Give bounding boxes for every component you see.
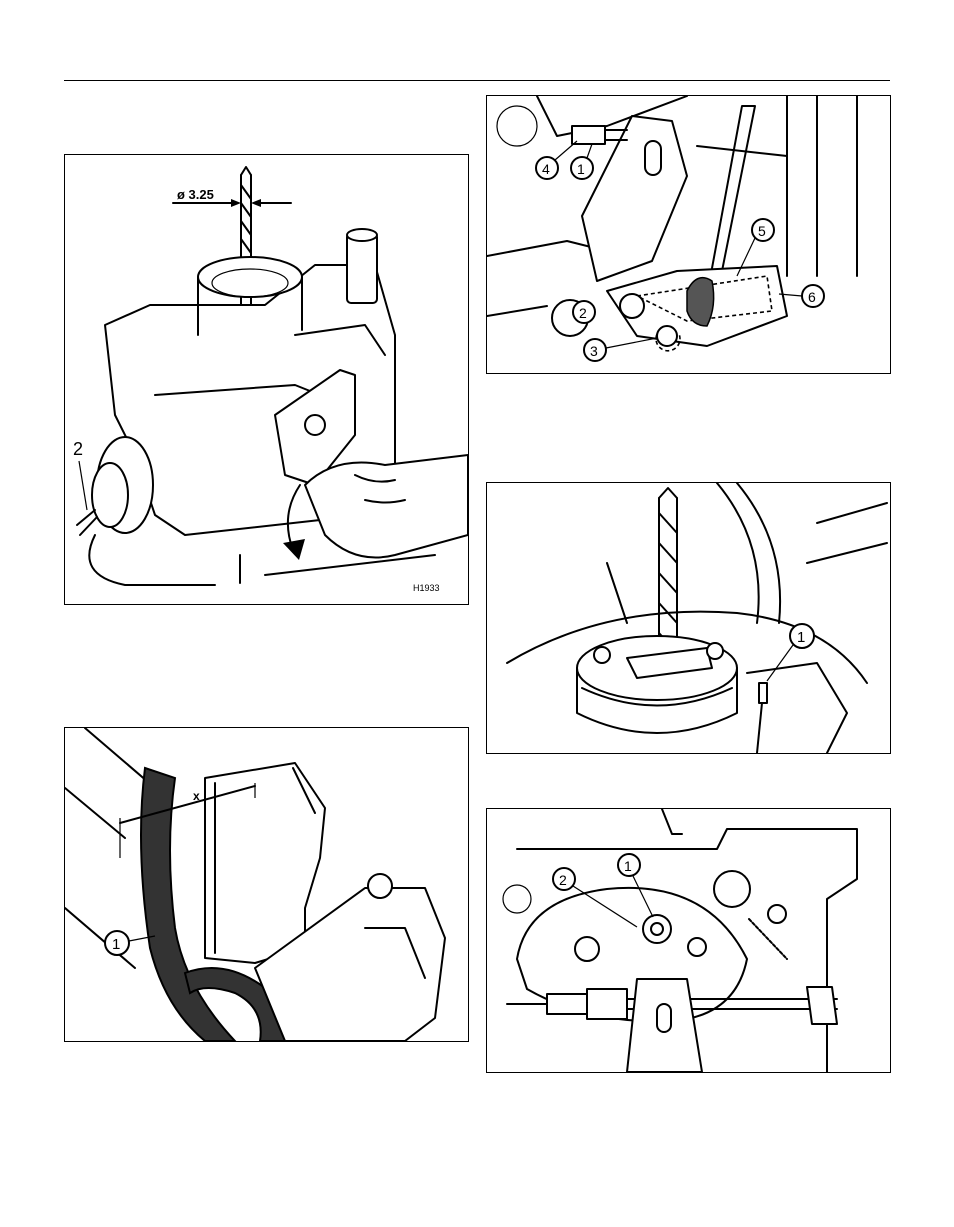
figure-throttle-linkage: 4 1 5 6 2 3 <box>486 95 891 374</box>
figure-gasket-cover: x 1 <box>64 727 469 1042</box>
linkage-drawing: 4 1 5 6 2 3 <box>487 96 890 373</box>
svg-text:1: 1 <box>624 858 632 874</box>
callout-6: 6 <box>802 285 824 307</box>
lever-drawing: 2 1 <box>487 809 890 1072</box>
callout-5: 5 <box>752 219 774 241</box>
callout-1: 1 <box>571 157 593 179</box>
svg-text:5: 5 <box>758 223 766 239</box>
callout-1-label: 1 <box>797 629 805 646</box>
callout-1: 1 <box>618 854 640 876</box>
figure-air-cleaner-drill: 1 <box>486 482 891 754</box>
figure-choke-gap-drill: ø 3.25 2 H1933 <box>64 154 469 605</box>
svg-text:6: 6 <box>808 289 816 305</box>
svg-text:1: 1 <box>577 161 585 177</box>
drill-diameter-label: ø 3.25 <box>177 187 214 202</box>
svg-text:4: 4 <box>542 161 550 177</box>
callout-4: 4 <box>536 157 558 179</box>
callout-1-label: 1 <box>112 936 120 953</box>
svg-text:2: 2 <box>579 305 587 321</box>
callout-2: 2 <box>553 868 575 890</box>
carburettor-drawing: ø 3.25 2 H1933 <box>65 155 468 604</box>
dimension-x-label: x <box>193 789 200 803</box>
air-cleaner-drawing: 1 <box>487 483 890 753</box>
svg-text:3: 3 <box>590 343 598 359</box>
figure-lever-adjustment: 2 1 <box>486 808 891 1073</box>
callout-3: 3 <box>584 339 606 361</box>
callout-2-label: 2 <box>73 439 83 459</box>
gasket-drawing: x 1 <box>65 728 468 1041</box>
figure-code-label: H1933 <box>413 583 440 593</box>
svg-text:2: 2 <box>559 872 567 888</box>
callout-2: 2 <box>573 301 595 323</box>
header-rule <box>64 80 890 81</box>
